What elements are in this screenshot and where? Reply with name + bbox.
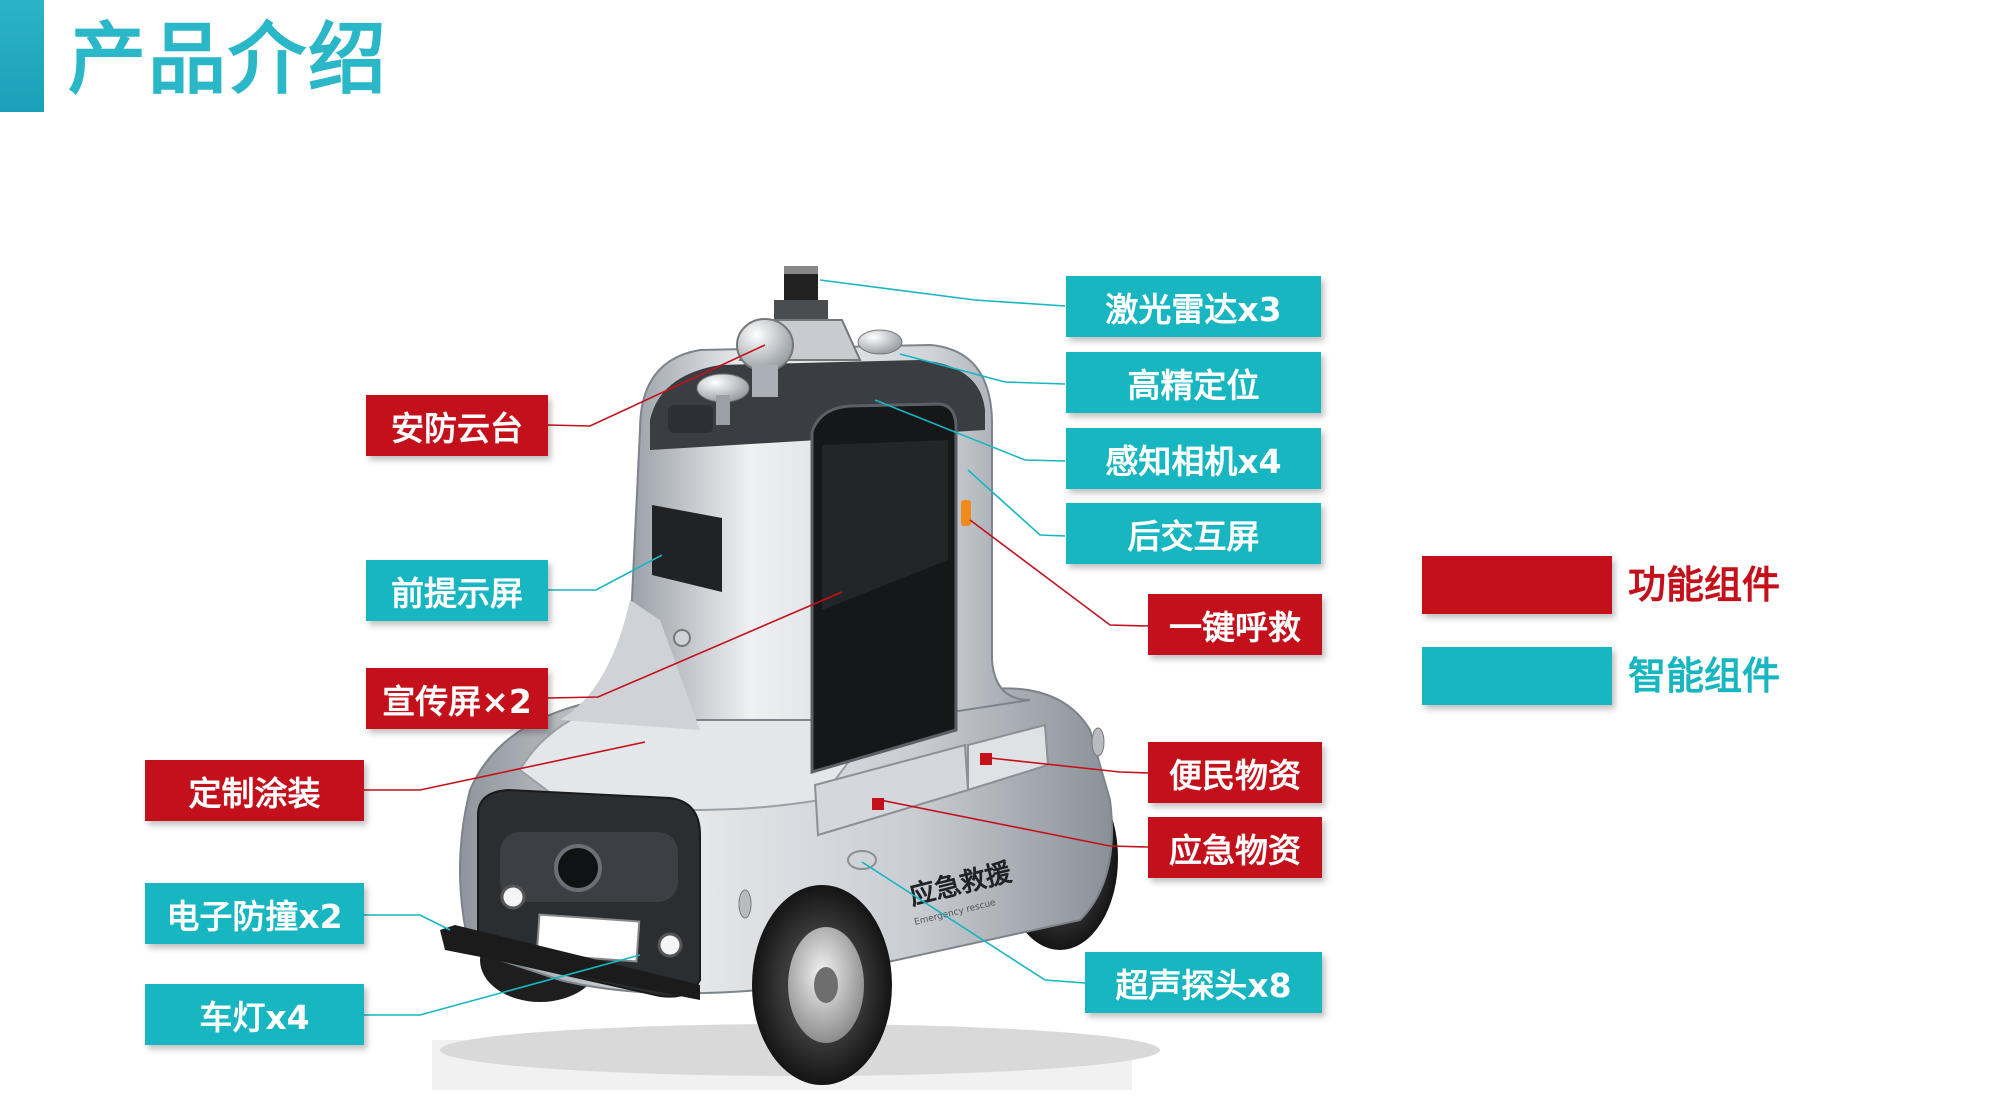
label-front-screen: 前提示屏: [366, 560, 548, 621]
label-lights: 车灯x4: [145, 984, 364, 1045]
legend-label-smart: 智能组件: [1628, 654, 1781, 698]
line-paint: [364, 741, 646, 791]
label-lidar: 激光雷达x3: [1066, 276, 1321, 337]
line-sos: [969, 519, 1149, 627]
headlight-left: [500, 884, 526, 910]
label-promo-screen: 宣传屏×2: [366, 668, 548, 729]
label-convenience: 便民物资: [1148, 742, 1322, 803]
line-bumper: [364, 914, 451, 931]
top-antenna-dome-right: [857, 329, 903, 355]
label-sos: 一键呼救: [1148, 594, 1322, 655]
line-promo: [547, 591, 843, 699]
ultrasonic-sensor: [847, 850, 877, 870]
front-prompt-screen: [652, 505, 722, 592]
line-ptz: [547, 344, 766, 427]
line-lights: [364, 954, 641, 1016]
promo-screen-glare: [822, 440, 948, 610]
tower-sensor-dot: [673, 629, 691, 647]
line-ultrasonic: [861, 861, 1086, 984]
line-gps: [899, 353, 1066, 385]
top-antenna-dome-left: [696, 373, 750, 425]
line-camera: [874, 399, 1066, 462]
label-bumper: 电子防撞x2: [145, 883, 364, 944]
headlight-right: [657, 932, 683, 958]
legend-label-function: 功能组件: [1628, 563, 1781, 607]
sos-button: [961, 500, 971, 526]
line-lidar: [819, 279, 1066, 307]
line-emergency: [879, 799, 1149, 848]
leader-lines: [364, 279, 1149, 1016]
label-camera: 感知相机x4: [1066, 428, 1321, 489]
label-rear-screen: 后交互屏: [1066, 503, 1321, 564]
front-camera: [554, 844, 602, 892]
line-rear-screen: [967, 469, 1066, 537]
side-indicator: [738, 889, 752, 919]
page-title: 产品介绍: [68, 15, 389, 105]
label-emergency: 应急物资: [1148, 817, 1322, 878]
top-camera-front: [668, 405, 713, 433]
line-front-screen: [548, 554, 663, 591]
front-right-wheel: [752, 885, 892, 1085]
label-paint: 定制涂装: [145, 760, 364, 821]
side-indicator-rear: [1091, 727, 1105, 757]
label-ultrasonic: 超声探头x8: [1085, 952, 1322, 1013]
label-ptz: 安防云台: [366, 395, 548, 456]
title-accent-bar: [0, 0, 44, 112]
legend-swatch-smart: [1422, 647, 1612, 705]
label-gps: 高精定位: [1066, 352, 1321, 413]
front-bumper: [440, 925, 700, 1000]
cargo-tag-right: [980, 753, 992, 765]
line-convenience: [989, 757, 1149, 774]
legend-swatch-function: [1422, 556, 1612, 614]
